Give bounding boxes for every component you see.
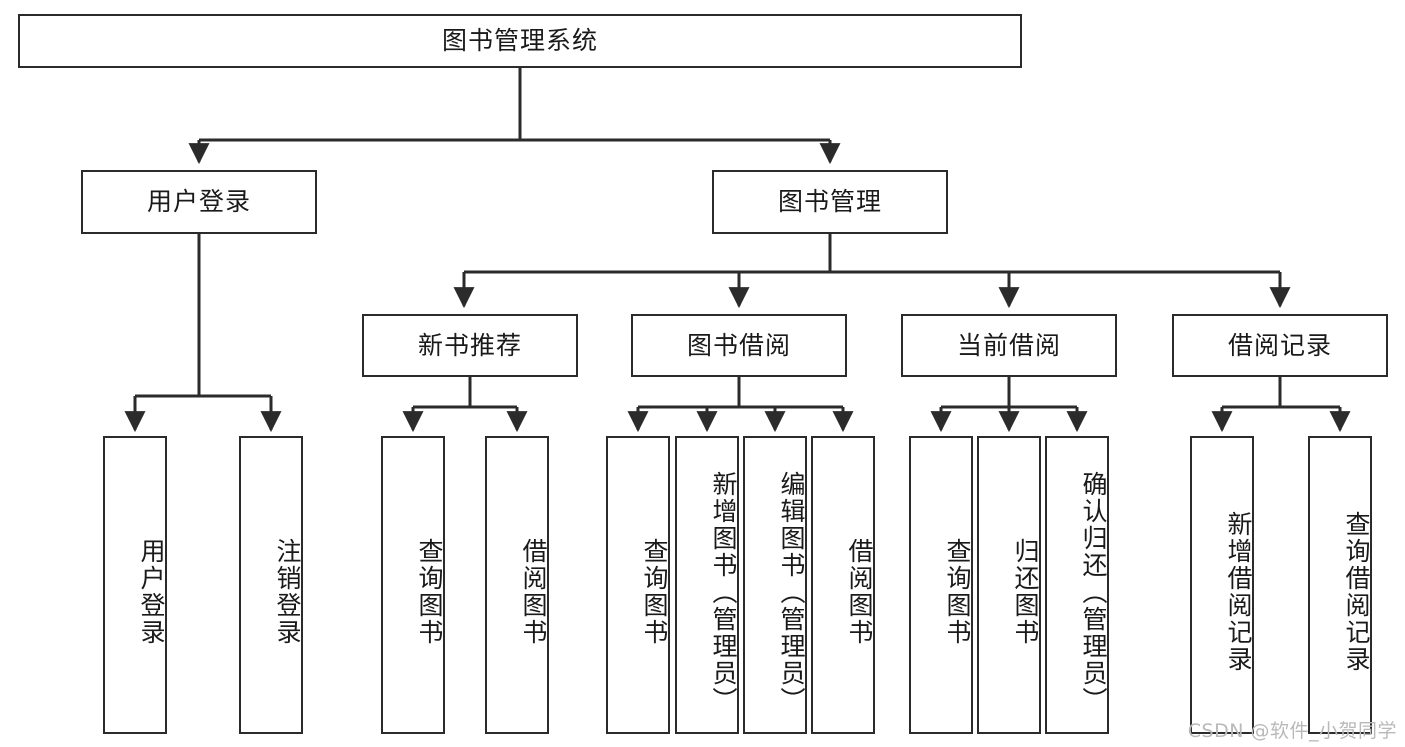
node-label: 查询图书	[415, 538, 444, 646]
node-label: 确认归还（管理员）	[1079, 470, 1108, 714]
node-label: 新书推荐	[417, 330, 522, 360]
node-label: 图书管理	[777, 187, 882, 217]
node-label: 用户登录	[137, 538, 166, 646]
node-label: 图书管理系统	[441, 26, 598, 56]
leaf-new-book-borrow-book[interactable]: 借阅图书	[485, 436, 549, 734]
leaf-book-borrow-add-book-admin[interactable]: 新增图书（管理员）	[675, 436, 739, 734]
node-label: 借阅图书	[845, 538, 874, 646]
node-book-borrow[interactable]: 图书借阅	[631, 314, 847, 377]
node-label: 用户登录	[146, 187, 251, 217]
node-label: 查询图书	[943, 538, 972, 646]
node-label: 当前借阅	[956, 330, 1061, 360]
node-book-management[interactable]: 图书管理	[712, 170, 948, 234]
node-label: 归还图书	[1011, 538, 1040, 646]
leaf-user-login-login[interactable]: 用户登录	[103, 436, 167, 734]
leaf-user-login-logout[interactable]: 注销登录	[239, 436, 303, 734]
node-label: 编辑图书（管理员）	[777, 470, 806, 714]
node-label: 借阅记录	[1227, 330, 1332, 360]
leaf-book-borrow-query-book[interactable]: 查询图书	[606, 436, 670, 734]
leaf-borrow-record-query-record[interactable]: 查询借阅记录	[1308, 436, 1372, 734]
leaf-new-book-query-book[interactable]: 查询图书	[381, 436, 445, 734]
node-label: 图书借阅	[686, 330, 791, 360]
node-label: 新增借阅记录	[1224, 511, 1253, 673]
node-current-borrow[interactable]: 当前借阅	[901, 314, 1117, 377]
leaf-borrow-record-add-record[interactable]: 新增借阅记录	[1190, 436, 1254, 734]
node-new-book-recommend[interactable]: 新书推荐	[362, 314, 578, 377]
node-label: 借阅图书	[519, 538, 548, 646]
leaf-current-borrow-confirm-return-admin[interactable]: 确认归还（管理员）	[1045, 436, 1109, 734]
leaf-book-borrow-borrow-book[interactable]: 借阅图书	[811, 436, 875, 734]
leaf-current-borrow-return-book[interactable]: 归还图书	[977, 436, 1041, 734]
node-label: 查询借阅记录	[1342, 511, 1371, 673]
node-label: 查询图书	[640, 538, 669, 646]
node-label: 新增图书（管理员）	[709, 470, 738, 714]
node-user-login[interactable]: 用户登录	[81, 170, 317, 234]
leaf-book-borrow-edit-book-admin[interactable]: 编辑图书（管理员）	[743, 436, 807, 734]
node-root-book-management-system[interactable]: 图书管理系统	[18, 14, 1022, 68]
node-label: 注销登录	[273, 538, 302, 646]
node-borrow-record[interactable]: 借阅记录	[1172, 314, 1388, 377]
csdn-watermark: CSDN @软件_小贺同学	[1187, 720, 1397, 742]
leaf-current-borrow-query-book[interactable]: 查询图书	[909, 436, 973, 734]
